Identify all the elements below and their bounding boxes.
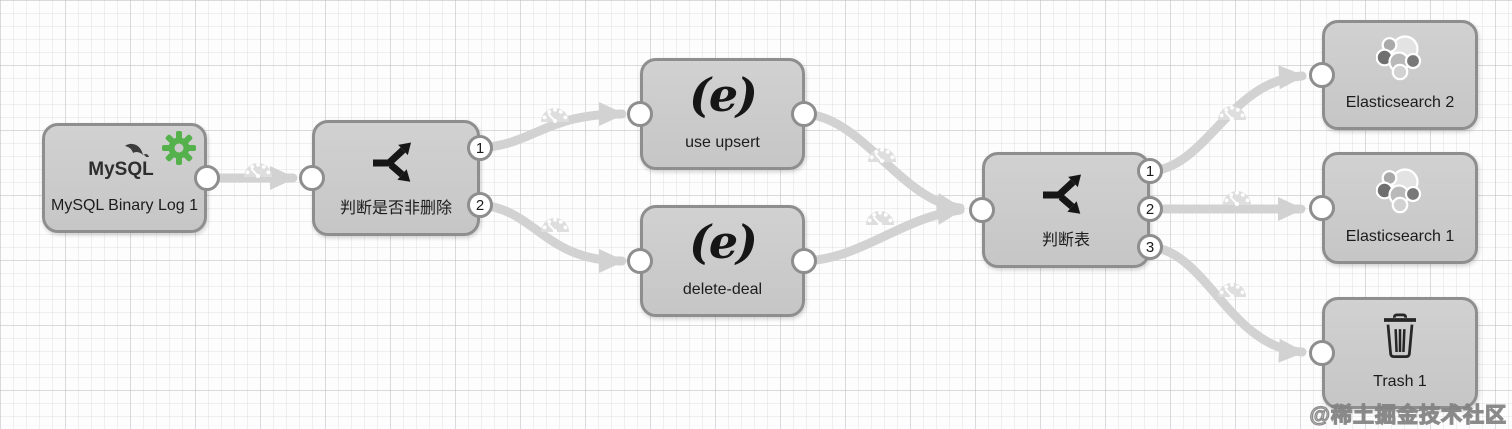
port-in-judge-table[interactable] — [969, 197, 995, 223]
node-label: 判断是否非删除 — [339, 199, 452, 217]
gauge-icon — [1222, 189, 1252, 208]
node-label: Elasticsearch 2 — [1345, 93, 1455, 111]
port-out-delete-deal[interactable] — [791, 248, 817, 274]
branch-arrows-icon — [373, 142, 411, 182]
node-trash[interactable]: Trash 1 — [1322, 297, 1478, 409]
port-in-delete-deal[interactable] — [627, 248, 653, 274]
port-number: 2 — [1145, 200, 1155, 218]
port-number: 1 — [475, 139, 485, 157]
port-in-trash[interactable] — [1309, 340, 1335, 366]
port-out-judge-table-2[interactable]: 2 — [1137, 196, 1163, 222]
gauge-icon — [540, 106, 570, 125]
port-in-judge-delete[interactable] — [299, 165, 325, 191]
gear-icon[interactable] — [161, 130, 197, 166]
edge-delete-deal-to-judge-table[interactable] — [799, 201, 965, 266]
edge-judge-delete-1-to-use-upsert[interactable] — [475, 102, 627, 153]
node-mysql-binary-log[interactable]: MySQL MySQL Binary Log 1 — [42, 123, 207, 233]
port-out-use-upsert[interactable] — [791, 101, 817, 127]
gauge-icon — [540, 216, 570, 235]
node-elasticsearch-2[interactable]: Elasticsearch 2 — [1322, 20, 1478, 130]
gauge-icon — [865, 209, 895, 228]
node-label: delete-deal — [682, 280, 763, 298]
node-judge-delete[interactable]: 判断是否非删除 — [312, 120, 480, 236]
port-in-elasticsearch-1[interactable] — [1309, 195, 1335, 221]
e-script-logo-icon: (e) — [689, 215, 758, 270]
svg-text:MySQL: MySQL — [88, 159, 154, 180]
port-out-judge-delete-1[interactable]: 1 — [467, 135, 493, 161]
node-elasticsearch-1[interactable]: Elasticsearch 1 — [1322, 152, 1478, 264]
trash-icon — [1384, 313, 1416, 359]
port-out-judge-table-3[interactable]: 3 — [1137, 234, 1163, 260]
node-label: Trash 1 — [1373, 372, 1427, 390]
port-out-judge-delete-2[interactable]: 2 — [467, 192, 493, 218]
port-number: 3 — [1145, 238, 1155, 256]
edge-judge-table-3-to-trash[interactable] — [1145, 242, 1307, 363]
node-label: Elasticsearch 1 — [1345, 227, 1455, 245]
edge-judge-table-1-to-elasticsearch-2[interactable] — [1145, 65, 1307, 176]
branch-arrows-icon — [1043, 174, 1081, 214]
port-number: 2 — [475, 196, 485, 214]
node-label: MySQL Binary Log 1 — [50, 196, 199, 214]
node-judge-table[interactable]: 判断表 — [982, 152, 1150, 268]
watermark: @稀土掘金技术社区 — [1309, 403, 1507, 427]
port-in-elasticsearch-2[interactable] — [1309, 62, 1335, 88]
elasticsearch-logo-icon — [1376, 35, 1422, 81]
node-label: 判断表 — [1041, 231, 1090, 249]
mysql-logo-icon: MySQL — [88, 144, 154, 180]
node-label: use upsert — [685, 133, 760, 151]
port-in-use-upsert[interactable] — [627, 101, 653, 127]
edge-judge-delete-2-to-delete-deal[interactable] — [475, 200, 627, 273]
port-number: 1 — [1145, 162, 1155, 180]
node-use-upsert[interactable]: (e) use upsert — [640, 58, 805, 170]
port-out-judge-table-1[interactable]: 1 — [1137, 158, 1163, 184]
gauge-icon — [1217, 281, 1247, 300]
elasticsearch-logo-icon — [1376, 168, 1422, 214]
e-script-logo-icon: (e) — [689, 68, 758, 123]
port-out-mysql[interactable] — [194, 165, 220, 191]
node-delete-deal[interactable]: (e) delete-deal — [640, 205, 805, 317]
gauge-icon — [243, 161, 273, 180]
